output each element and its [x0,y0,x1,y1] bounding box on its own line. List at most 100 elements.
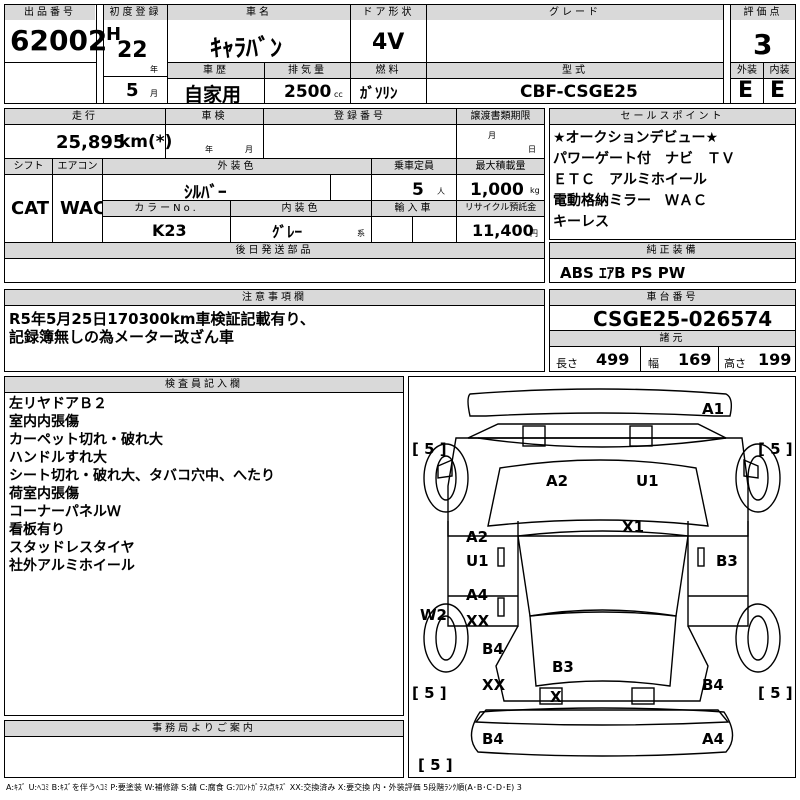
fuel-label: 燃料 [351,63,426,78]
registration-label: 登録番号 [264,109,456,124]
transfer-label: 譲渡書類期限 [457,109,544,124]
first-reg-label: 初度登録 [104,5,167,20]
capacity-value: 5 [412,180,424,200]
notes-box [4,289,545,372]
shift-label: シフト [5,159,52,174]
height-value: 199 [758,350,792,369]
inspector-line: 看板有り [9,522,65,538]
wheel-rear-right [735,603,781,673]
interior-value: E [770,78,786,103]
first-reg-era: H [106,24,122,45]
shift-value: CAT [11,198,50,219]
chassis-label: 車台番号 [550,290,795,305]
tire-front-right: [ 5 ] [758,440,793,458]
wheel-front-right [735,443,781,513]
grade-label: グレード [427,5,723,20]
car-diagram-box [408,376,796,778]
lot-label: 出品番号 [5,5,95,20]
ext-color-label: 外装色 [103,159,371,174]
fuel-value: ｶﾞｿﾘﾝ [360,84,398,102]
selling-point-line: ＥＴＣ アルミホイール [553,172,707,188]
transfer-month-unit: 月 [488,131,496,140]
inspector-line: 室内内張傷 [9,414,79,430]
model-label: 型式 [427,63,723,78]
selling-point-line: ★オークションデビュー★ [553,130,719,146]
inspector-label: 検査員記入欄 [5,377,403,392]
int-color-value: ｸﾞﾚｰ [272,223,303,241]
displacement-unit: cc [334,90,343,99]
inspection-month-unit: 月 [245,145,253,154]
length-value: 499 [596,350,630,369]
lot-number: 62002 [10,24,108,57]
length-label: 長さ [556,357,578,370]
later-parts-label: 後日発送部品 [5,243,544,258]
mark-u1-roof: U1 [636,472,659,490]
inspection-label: 車検 [166,109,263,124]
max-load-value: 1,000 [470,180,524,200]
mark-xx-rear: XX [482,676,506,694]
door-label: ドア形状 [351,5,426,20]
recycle-unit: 円 [530,229,538,238]
mark-a2-left: A2 [466,528,489,546]
door-type: 4V [372,30,405,55]
inspector-line: 荷室内張傷 [9,486,79,502]
inspector-line: シート切れ・破れ大、タバコ穴中、へたり [9,468,275,484]
legend: A:ｷｽﾞ U:ﾍｺﾐ B:ｷｽﾞを伴うﾍｺﾐ P:要塗装 W:補修跡 S:錆 … [6,783,522,792]
mark-a2-roof: A2 [546,472,569,490]
body-outline-side [447,521,519,627]
history-value: 自家用 [184,84,242,106]
inspector-line: ハンドルすれ大 [9,450,107,466]
first-reg-year-unit: 年 [150,65,158,74]
mark-b4-bottom: B4 [482,730,504,748]
equipment-box [549,242,796,283]
details-block [4,108,545,283]
first-reg-month-unit: 月 [150,89,158,98]
mileage-label: 走行 [5,109,165,124]
mark-a1: A1 [702,400,725,418]
interior-label: 内装 [764,63,795,78]
selling-point-line: 電動格納ミラー ＷＡＣ [553,193,707,209]
exterior-value: E [738,78,754,103]
mark-a4-left: A4 [466,586,489,604]
selling-point-line: パワーゲート付 ナビ ＴＶ [553,151,735,167]
ac-label: エアコン [53,159,102,174]
score-value: 3 [753,28,773,61]
transfer-day-unit: 日 [528,145,536,154]
rear-bumper-outline [474,709,730,726]
mark-a4-bottom: A4 [702,730,725,748]
int-color-label: 内装色 [231,201,371,216]
import-label: 輸入車 [372,201,456,216]
first-reg-month: 5 [126,80,139,101]
selling-points-label: セールスポイント [550,109,795,124]
score-label: 評価点 [731,5,795,20]
recycle-value: 11,400 [472,221,534,240]
chassis-number: CSGE25-026574 [593,307,773,331]
mark-xx-left: XX [466,612,490,630]
inspection-year-unit: 年 [205,145,213,154]
mileage-value: 25,895 [56,132,126,153]
dims-label: 諸元 [550,331,795,346]
bottom-bumper-outline [470,707,734,757]
inspector-line: カーペット切れ・破れ大 [9,432,163,448]
history-label: 車歴 [168,63,264,78]
max-load-label: 最大積載量 [457,159,544,174]
capacity-unit: 人 [437,187,445,196]
tire-rear-left: [ 5 ] [412,684,447,702]
width-value: 169 [678,350,712,369]
mark-x-rear: X [550,688,562,706]
car-name: ｷｬﾗﾊﾞﾝ [210,34,282,62]
mark-b3-rear: B3 [552,658,574,676]
inspector-line: 左リヤドアＢ２ [9,396,107,412]
displacement-label: 排気量 [265,63,350,78]
displacement-value: 2500 [284,82,332,102]
car-diagram [423,388,781,757]
inspector-box [4,376,404,716]
mileage-unit: km(*) [119,132,173,152]
equipment-value: ABS ｴｱB PS PW [560,264,686,282]
max-load-unit: kg [530,186,540,195]
color-no-value: K23 [152,221,187,240]
car-name-label: 車名 [168,5,350,20]
body-outline-front [447,437,749,537]
office-box [4,720,404,778]
selling-point-line: キーレス [553,214,609,230]
